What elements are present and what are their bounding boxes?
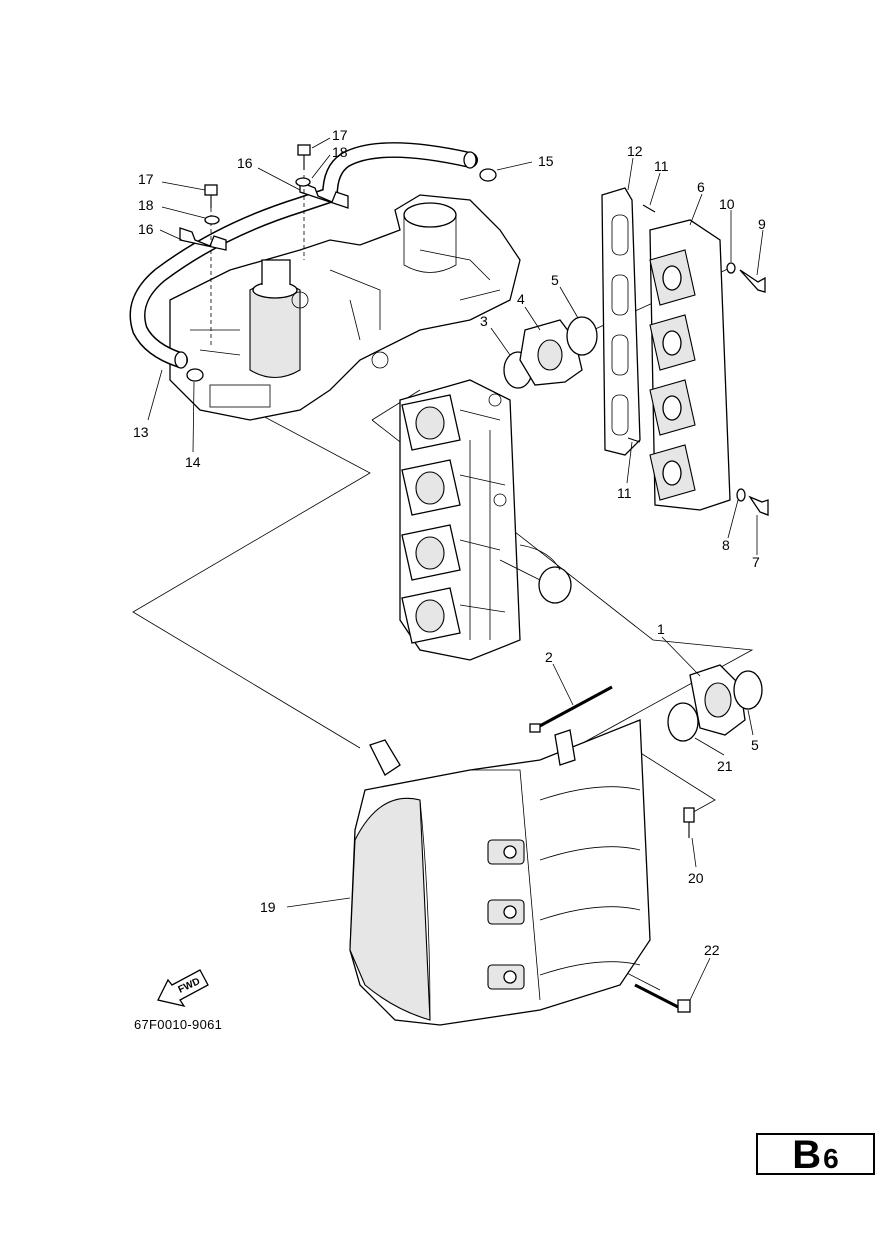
- diagram-code: 67F0010-9061: [134, 1017, 223, 1032]
- callout-numbers: 1 2 3 4 5 5 6 7 8 9 10 11 11 12 13 14 15…: [133, 127, 766, 958]
- intake-flange-lower: [667, 664, 763, 742]
- callout-18b: 18: [138, 197, 154, 213]
- callout-20: 20: [688, 870, 704, 886]
- leader-lines: [147, 137, 764, 1001]
- fwd-arrow-icon: FWD: [157, 969, 209, 1008]
- callout-19: 19: [260, 899, 276, 915]
- callout-2: 2: [545, 649, 553, 665]
- callout-8: 8: [722, 537, 730, 553]
- page-badge: B 6: [756, 1133, 875, 1175]
- hose-clamp: [186, 168, 497, 382]
- callout-1: 1: [657, 621, 665, 637]
- callout-5b: 5: [751, 737, 759, 753]
- callout-3: 3: [480, 313, 488, 329]
- callout-10: 10: [719, 196, 735, 212]
- callout-7: 7: [752, 554, 760, 570]
- callout-17: 17: [332, 127, 348, 143]
- callout-13: 13: [133, 424, 149, 440]
- breather-hose: [129, 142, 478, 369]
- callout-11b: 11: [617, 485, 632, 501]
- manifold-gasket: [601, 187, 641, 456]
- callout-4: 4: [517, 291, 525, 307]
- intake-silencer: [349, 719, 651, 1026]
- short-bolt: [683, 807, 695, 838]
- callout-6: 6: [697, 179, 705, 195]
- callout-18: 18: [332, 144, 348, 160]
- lower-bolt: [634, 983, 691, 1013]
- callout-5: 5: [551, 272, 559, 288]
- long-bolt: [529, 685, 613, 733]
- callout-9: 9: [758, 216, 766, 232]
- intake-manifold: [649, 219, 731, 511]
- carburetor-assembly: [399, 379, 572, 661]
- manifold-bolts: [726, 262, 769, 516]
- callout-15: 15: [538, 153, 554, 169]
- engine-block: [169, 194, 521, 421]
- callout-21: 21: [717, 758, 733, 774]
- intake-flange-upper: [503, 316, 598, 389]
- page-badge-letter: B: [792, 1133, 822, 1177]
- callout-11: 11: [654, 158, 669, 174]
- callout-12: 12: [627, 143, 643, 159]
- dowel-pins: [627, 204, 656, 443]
- washers: [204, 177, 311, 225]
- page-badge-number: 6: [823, 1143, 839, 1174]
- bracket-bolts: [204, 144, 311, 345]
- callout-16b: 16: [138, 221, 154, 237]
- callout-17b: 17: [138, 171, 154, 187]
- callout-22: 22: [704, 942, 720, 958]
- callout-16: 16: [237, 155, 253, 171]
- callout-14: 14: [185, 454, 201, 470]
